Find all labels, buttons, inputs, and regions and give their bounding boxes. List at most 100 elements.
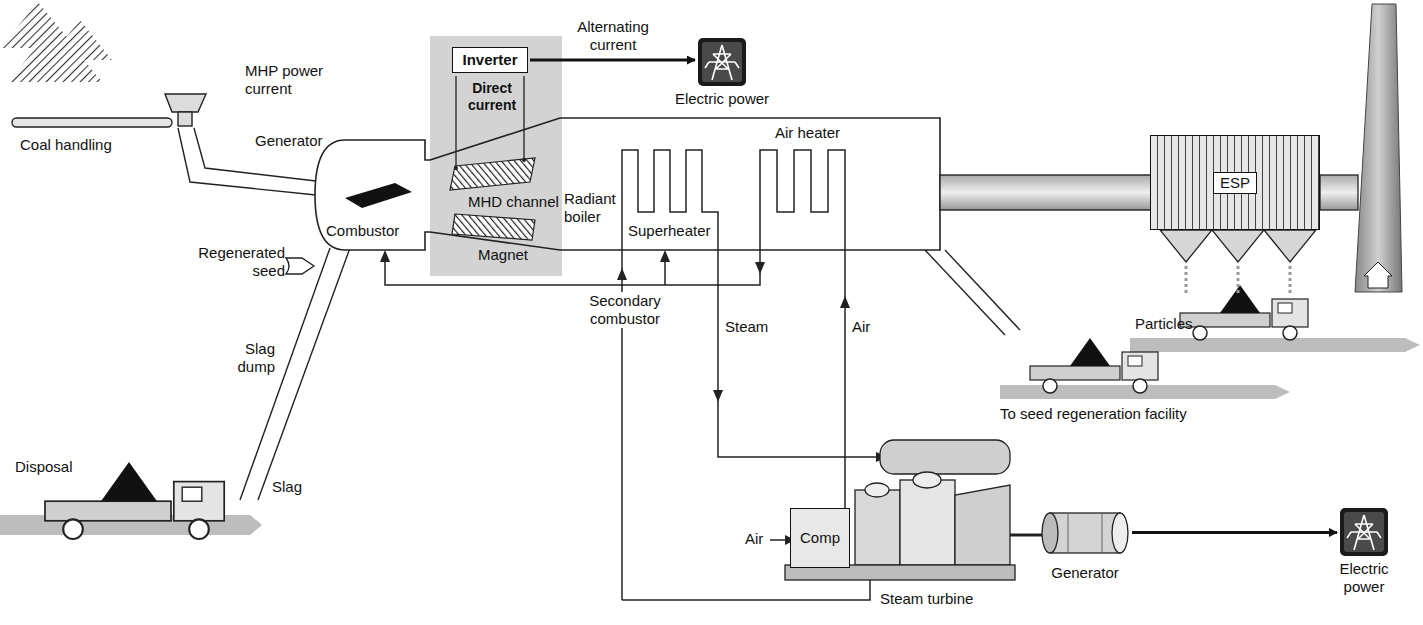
coal-conveyor — [178, 112, 192, 126]
trucks — [1030, 338, 1158, 393]
part-label: Regenerated seed — [193, 244, 285, 280]
part-label: Generator — [255, 132, 323, 150]
part-label: Combustor — [326, 222, 399, 240]
generator-symbol — [1042, 513, 1058, 553]
current-label: Direct current — [462, 80, 522, 114]
coal-mountains — [0, 2, 112, 82]
steam-turbine — [900, 480, 955, 565]
steam-turbine — [855, 490, 900, 565]
generator-symbol — [1050, 513, 1120, 553]
heat-exchanger-coils — [385, 150, 845, 508]
power-grid-icon — [1347, 515, 1381, 550]
coal-conveyor — [12, 118, 172, 127]
main-duct — [315, 118, 940, 250]
connector-label: Alternating current — [568, 18, 658, 54]
magnet-block — [452, 214, 535, 240]
node-text: Electric power — [1326, 560, 1402, 596]
mhd-channel — [450, 76, 535, 240]
power-grid-icon — [698, 38, 746, 86]
flow-label: Air — [745, 530, 763, 548]
part-label: Radiant boiler — [564, 190, 620, 226]
flow-arrowhead — [755, 262, 765, 274]
power-grid-icon — [1340, 508, 1388, 556]
node-text: Electric power — [675, 90, 769, 108]
esp-hoppers — [1186, 266, 1290, 296]
flow-arrowhead — [713, 390, 723, 402]
power-grid-icon — [702, 42, 742, 82]
node-text: Comp — [800, 529, 840, 547]
mhd-channel — [454, 166, 458, 170]
part-label: Coal handling — [20, 136, 112, 154]
stack — [1355, 4, 1402, 292]
exhaust-pipe — [940, 175, 1152, 210]
compressor-box: Comp — [790, 508, 850, 568]
seed-chute — [925, 250, 1005, 335]
main-duct — [315, 36, 1152, 276]
inverter-box: Inverter — [452, 47, 528, 73]
heat-exchanger-coils — [622, 580, 870, 600]
generator-label: MHP power current — [245, 62, 345, 98]
stack — [1320, 4, 1402, 292]
part-label: Disposal — [15, 458, 73, 476]
flow-arrow — [1132, 531, 1337, 534]
part-label: Steam turbine — [880, 590, 973, 608]
generator-symbol — [1040, 505, 1130, 560]
trucks — [1180, 285, 1308, 340]
part-label: Air heater — [775, 124, 840, 142]
coal-conveyor — [165, 94, 206, 112]
steam-turbine — [913, 472, 941, 488]
precipitator-box: ESP — [1150, 135, 1320, 230]
flow-arrowhead — [380, 250, 390, 262]
node-text: Generator — [1030, 564, 1140, 582]
esp-hoppers — [1160, 230, 1316, 296]
flow-arrow — [530, 59, 695, 62]
esp-hoppers — [1264, 230, 1316, 262]
steam-turbine — [785, 440, 1042, 580]
flow-arrowhead — [660, 250, 670, 262]
flow-label: Steam — [725, 318, 768, 336]
esp-hoppers — [1212, 230, 1264, 262]
heat-exchanger-coils — [622, 150, 876, 600]
esp-hoppers — [1160, 230, 1212, 262]
part-label: Particles — [1135, 315, 1193, 333]
mhd-channel — [450, 158, 535, 190]
power-grid-icon — [1344, 512, 1384, 552]
generator-symbol: Generator — [1030, 505, 1140, 582]
node-text: Inverter — [460, 51, 520, 69]
part-label: Slag dump — [225, 340, 275, 376]
stack — [1320, 175, 1358, 210]
steam-turbine — [880, 440, 1010, 474]
steam-turbine — [955, 485, 1010, 565]
dc-wire — [456, 76, 524, 168]
mhd-shaded-band — [430, 36, 562, 276]
flow-label: Air — [852, 318, 870, 336]
power-grid-icon — [1340, 508, 1388, 556]
node-text: ESP — [1213, 172, 1257, 194]
steam-turbine — [865, 483, 889, 497]
generator-symbol — [1068, 513, 1102, 553]
seed-chute — [925, 250, 1020, 335]
combustor-flame — [345, 183, 412, 208]
stack — [1364, 262, 1392, 288]
generator-symbol — [1112, 513, 1128, 553]
roads — [1130, 338, 1420, 352]
seed-chute — [945, 250, 1020, 330]
part-label: Slag — [272, 478, 302, 496]
power-grid-icon — [698, 38, 746, 86]
heat-exchanger-coils — [770, 539, 786, 541]
steam-turbine — [1010, 534, 1042, 537]
part-label: Superheater — [628, 222, 711, 240]
power-grid-icon — [705, 45, 739, 80]
part-label: To seed regeneration facility — [1000, 405, 1187, 423]
part-label: MHD channel — [468, 193, 559, 211]
power-grid-icon: Electric power — [667, 38, 777, 108]
seed-inlet-arrow — [286, 258, 314, 274]
part-label: Magnet — [478, 246, 528, 264]
mhd-channel — [522, 158, 526, 162]
flow-arrowhead — [617, 268, 627, 280]
trucks — [45, 285, 1308, 539]
part-label: Secondary combustor — [575, 292, 675, 328]
flow-arrowhead — [840, 296, 850, 308]
